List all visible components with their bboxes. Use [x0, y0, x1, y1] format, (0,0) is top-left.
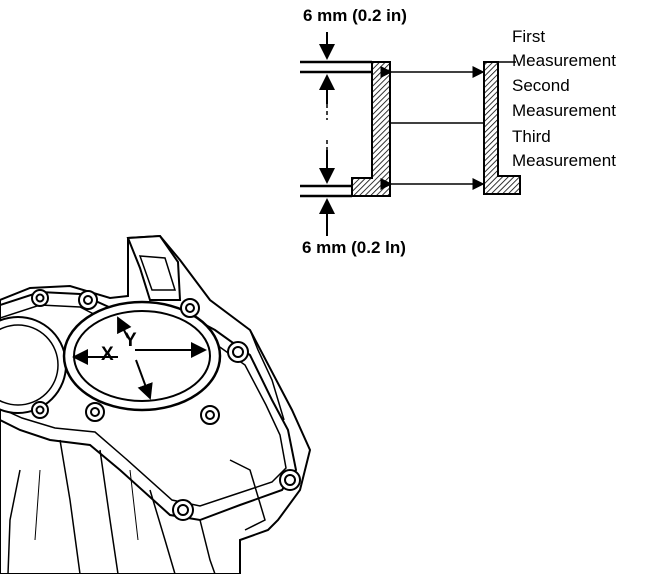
bore-cross-section	[300, 32, 521, 236]
third-measurement-label-line1: Third	[512, 127, 551, 146]
third-measurement-label-line2: Measurement	[512, 151, 616, 170]
x-axis-label: X	[101, 344, 114, 365]
first-measurement-label-line2: Measurement	[512, 51, 616, 70]
first-measurement-label-line1: First	[512, 27, 546, 46]
engine-block-illustration	[0, 234, 312, 574]
second-measurement-label-line2: Measurement	[512, 101, 616, 120]
y-axis-label: Y	[124, 330, 137, 351]
second-measurement-label-line1: Second	[512, 76, 570, 95]
bottom-dimension-label: 6 mm (0.2 ln)	[302, 238, 406, 257]
left-cylinder-wall	[351, 61, 391, 197]
top-dimension-label: 6 mm (0.2 in)	[303, 6, 407, 25]
